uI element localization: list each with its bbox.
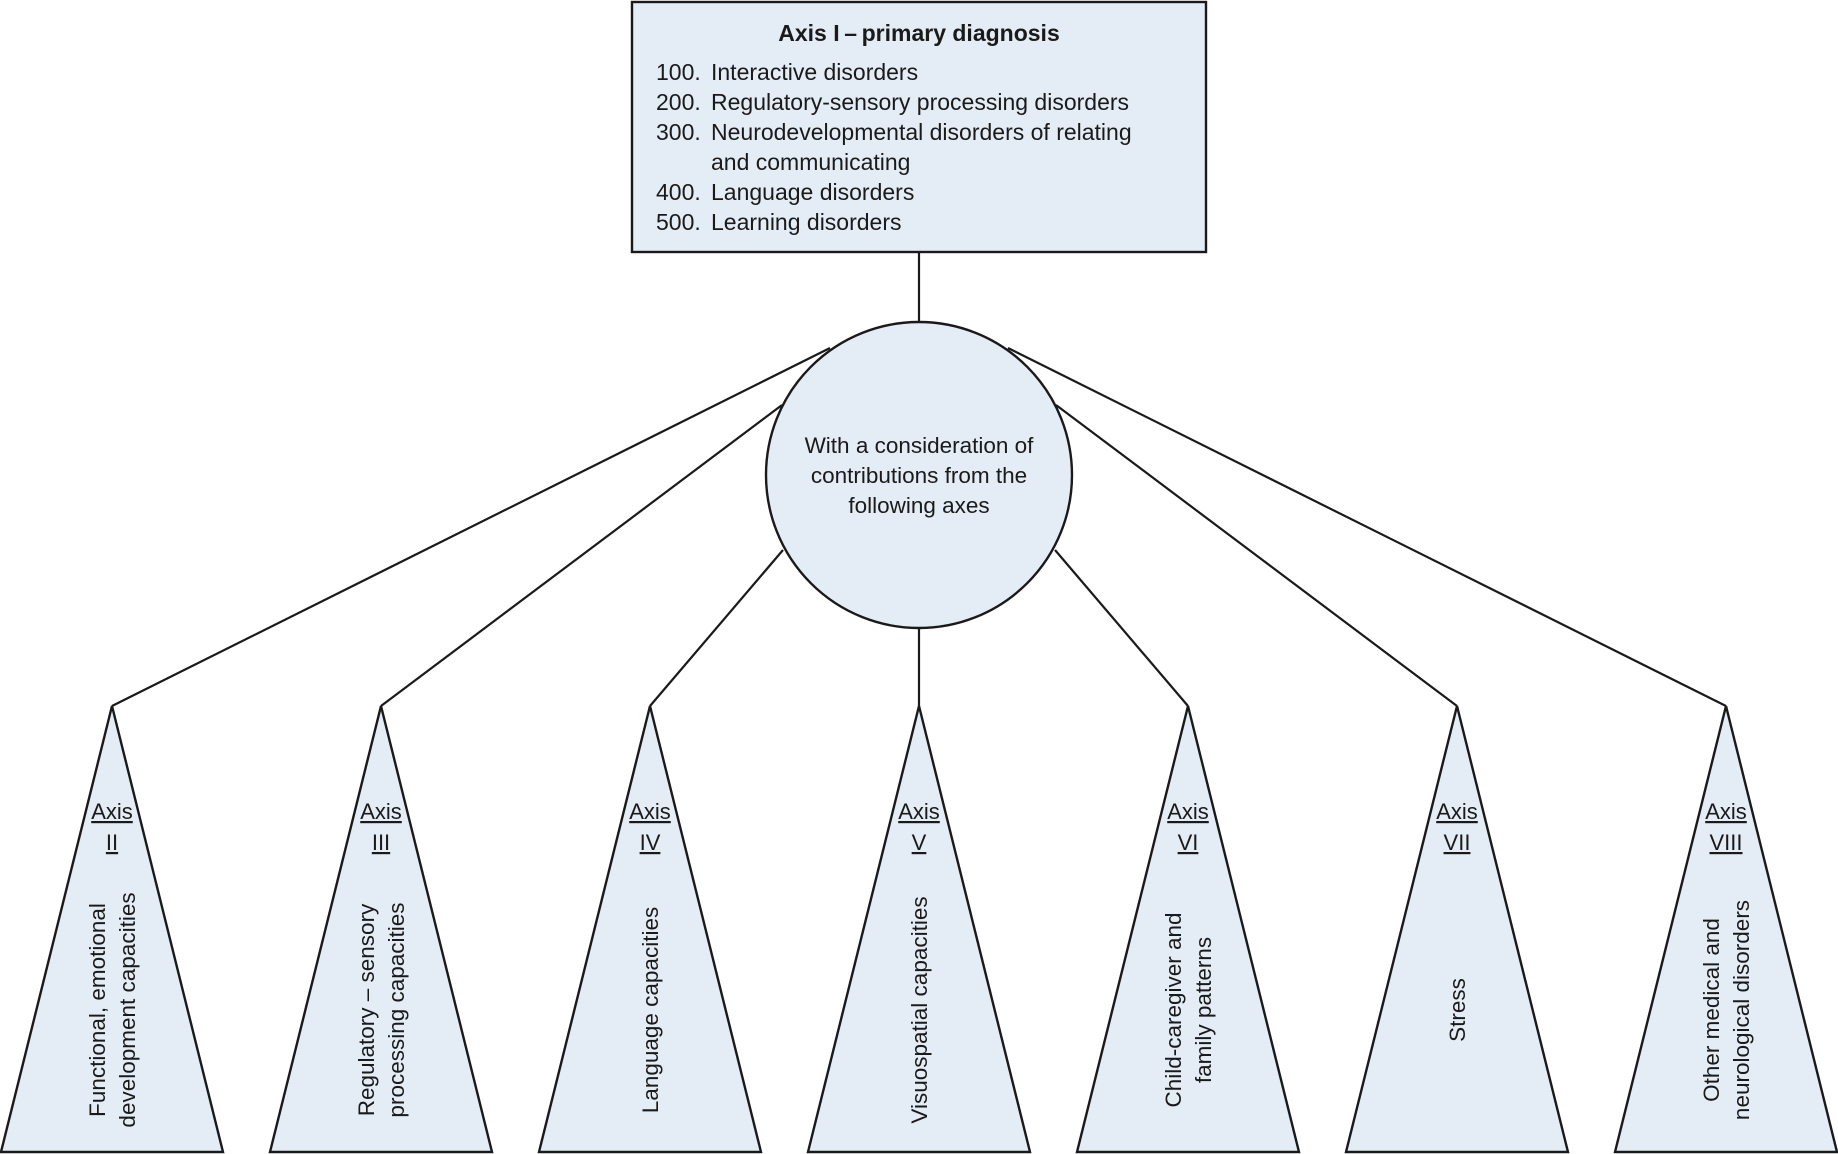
axis-numeral: IV (640, 830, 661, 855)
axis-description-line: processing capacities (384, 902, 409, 1117)
connector-to-axis-viii (1007, 347, 1727, 707)
axis-label: Axis (1436, 799, 1478, 824)
axis-description-line: family patterns (1191, 937, 1216, 1083)
axis-description-line: Stress (1445, 978, 1470, 1042)
diagnosis-label: Interactive disorders (711, 59, 918, 85)
diagnosis-code: 500. (656, 209, 701, 235)
primary-diagnosis-box: Axis I – primary diagnosis 100. Interactiv… (630, 0, 1208, 254)
diagnosis-item: 500. Learning disorders (656, 209, 902, 235)
triangle-shape (806, 705, 1032, 1154)
diagnosis-code: 300. (656, 119, 701, 145)
diagnosis-code: 100. (656, 59, 701, 85)
connector-to-axis-vi (1054, 549, 1189, 707)
axis-numeral: VIII (1709, 830, 1742, 855)
axis-description-line: Language capacities (638, 907, 663, 1113)
diagnosis-item: 200. Regulatory-sensory processing disord… (656, 89, 1129, 115)
connector-to-axis-iii (380, 404, 783, 707)
axis-description-line: Regulatory – sensory (354, 903, 379, 1116)
triangle-shape (1344, 705, 1570, 1154)
connector-lines (111, 252, 1727, 707)
hub-text-line: With a consideration of (805, 433, 1035, 458)
hub-text-line: following axes (848, 493, 989, 518)
axis-label: Axis (1705, 799, 1747, 824)
triangle-shape (1613, 705, 1838, 1154)
triangle-shape (537, 705, 763, 1154)
axis-label: Axis (629, 799, 671, 824)
primary-box-title: Axis I – primary diagnosis (778, 20, 1059, 46)
diagnosis-code: 200. (656, 89, 701, 115)
axis-description-line: Visuospatial capacities (907, 896, 932, 1123)
diagnosis-label: Neurodevelopmental disorders of relating (711, 119, 1132, 145)
triangle-shape (0, 705, 225, 1154)
consideration-circle: With a consideration of contributions fro… (764, 320, 1074, 630)
diagnosis-code: 400. (656, 179, 701, 205)
diagnosis-label: Language disorders (711, 179, 914, 205)
diagnosis-item: 100. Interactive disorders (656, 59, 918, 85)
axis-description-line: Other medical and (1699, 918, 1724, 1102)
connector-to-axis-iv (649, 549, 784, 707)
diagnosis-label: Regulatory-sensory processing disorders (711, 89, 1129, 115)
axis-numeral: VII (1444, 830, 1471, 855)
axis-description-line: development capacities (115, 892, 140, 1127)
axis-numeral: VI (1178, 830, 1199, 855)
axis-numeral: III (372, 830, 390, 855)
axis-label: Axis (91, 799, 133, 824)
axis-numeral: V (912, 830, 927, 855)
hub-text-line: contributions from the (811, 463, 1027, 488)
diagnosis-item: 300. Neurodevelopmental disorders of rela… (656, 119, 1132, 175)
hub-circle (764, 320, 1074, 630)
axis-description-line: neurological disorders (1729, 900, 1754, 1120)
diagnosis-label: Learning disorders (711, 209, 902, 235)
connector-to-axis-ii (111, 347, 831, 707)
triangle-shape (268, 705, 494, 1154)
diagnosis-label: and communicating (711, 149, 910, 175)
axis-description-line: Child-caregiver and (1161, 912, 1186, 1107)
triangle-shape (1075, 705, 1301, 1154)
connector-to-axis-vii (1055, 404, 1458, 707)
axis-label: Axis (1167, 799, 1209, 824)
primary-box-frame (630, 0, 1208, 254)
axis-label: Axis (360, 799, 402, 824)
axis-description-line: Functional, emotional (85, 903, 110, 1117)
axis-label: Axis (898, 799, 940, 824)
diagnosis-item: 400. Language disorders (656, 179, 914, 205)
axis-numeral: II (106, 830, 118, 855)
